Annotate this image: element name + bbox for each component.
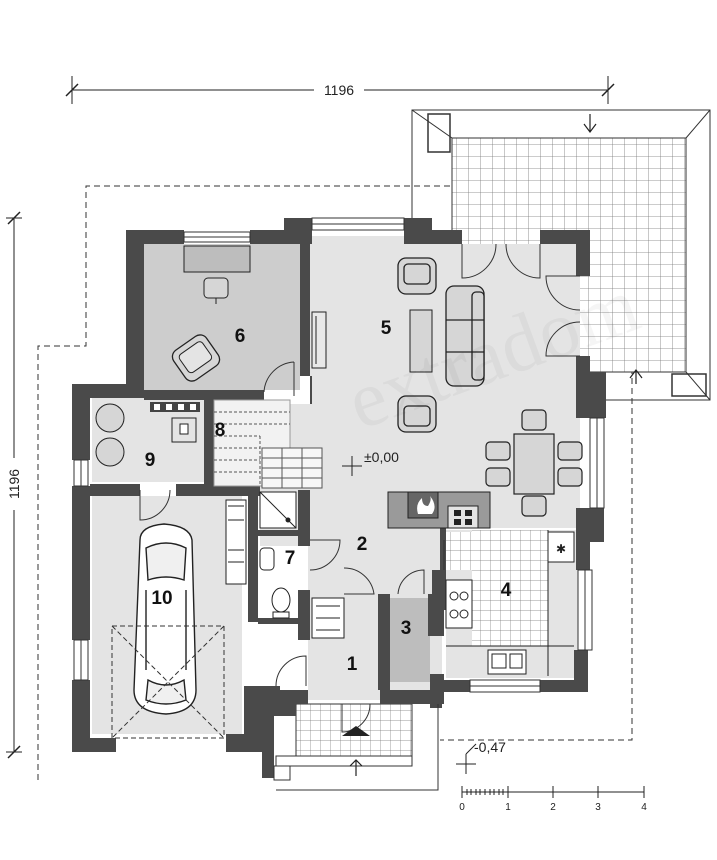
top-dimension-label: 1196 xyxy=(324,82,354,98)
scale-tick-2: 2 xyxy=(550,802,556,813)
scale-bar: 0 1 2 3 4 xyxy=(459,786,647,813)
sofa xyxy=(445,285,485,387)
top-dimension: 1196 xyxy=(65,76,615,104)
walls xyxy=(72,218,606,778)
room-label-2: 2 xyxy=(357,534,368,555)
room-label-3: 3 xyxy=(401,618,412,639)
kitchen-fixtures xyxy=(445,530,575,676)
shelf-room-6 xyxy=(150,402,200,412)
level-marker-entrance: -0,47 xyxy=(456,739,506,774)
bathroom-fixtures xyxy=(259,491,297,619)
garage-door-opening xyxy=(111,625,225,739)
dining-set xyxy=(485,409,583,517)
left-dimension-label: 1196 xyxy=(6,469,22,499)
coffee-table xyxy=(409,309,433,373)
level-marker-floor: ±0,00 xyxy=(342,449,399,476)
room-label-1: 1 xyxy=(347,654,358,675)
room-label-8: 8 xyxy=(215,420,226,441)
windows xyxy=(73,217,605,693)
room-label-4: 4 xyxy=(501,580,512,601)
doors xyxy=(139,243,581,733)
car xyxy=(133,523,197,715)
room-label-7: 7 xyxy=(285,548,296,569)
scale-tick-0: 0 xyxy=(459,802,465,813)
roof-outline xyxy=(37,185,633,780)
armchair-top xyxy=(397,257,437,295)
tv-stand xyxy=(311,311,327,369)
staircase-lower xyxy=(261,447,323,489)
fridge-icon: ✱ xyxy=(556,542,566,556)
room-label-9: 9 xyxy=(145,450,156,471)
level-floor-label: ±0,00 xyxy=(364,449,399,465)
room-label-5: 5 xyxy=(381,318,392,339)
fireplace xyxy=(387,491,491,529)
desk xyxy=(183,245,251,304)
wardrobe xyxy=(311,597,345,639)
garage-shelves xyxy=(225,499,247,585)
scale-tick-4: 4 xyxy=(641,802,647,813)
level-entrance-label: -0,47 xyxy=(474,739,506,755)
armchair-bottom xyxy=(397,395,437,433)
entrance-steps xyxy=(273,704,439,791)
armchair-room-6 xyxy=(171,334,221,382)
laundry-machines xyxy=(95,403,197,467)
left-dimension: 1196 xyxy=(4,211,24,759)
room-label-10: 10 xyxy=(151,588,172,609)
room-label-6: 6 xyxy=(235,326,246,347)
scale-tick-3: 3 xyxy=(595,802,601,813)
scale-tick-1: 1 xyxy=(505,802,511,813)
